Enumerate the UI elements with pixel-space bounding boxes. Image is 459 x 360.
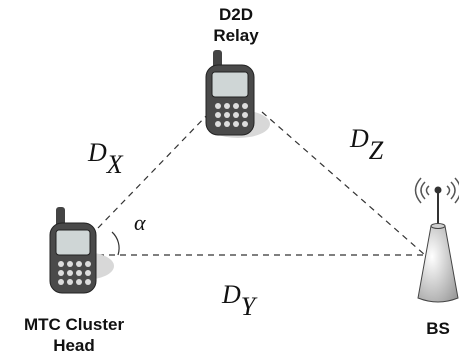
link-head-relay: [97, 111, 211, 229]
relay-label: D2D Relay: [198, 4, 274, 46]
dy-sub: Y: [240, 292, 256, 321]
angle-arc: [111, 231, 120, 256]
relay-label-line2: Relay: [213, 26, 259, 45]
dz-var: D: [350, 124, 369, 153]
edge-label-dx: DX: [88, 138, 123, 179]
bs-label: BS: [418, 318, 458, 339]
dashed-links: [97, 111, 426, 256]
cluster-head-label-line2: Head: [53, 336, 95, 355]
dx-sub: X: [106, 150, 123, 179]
cluster-head-label: MTC Cluster Head: [4, 314, 144, 356]
angle-label: α: [134, 210, 146, 236]
dz-sub: Z: [368, 136, 384, 165]
dx-var: D: [88, 138, 107, 167]
link-relay-bs: [261, 111, 426, 256]
cluster-head-label-line1: MTC Cluster: [23, 315, 125, 334]
dy-var: D: [222, 280, 241, 309]
base-station-tower-icon: [414, 177, 459, 303]
relay-phone-icon: [205, 50, 270, 138]
cluster-head-phone-icon: [49, 207, 114, 294]
edge-label-dy: DY: [222, 280, 255, 321]
edge-label-dz: DZ: [350, 124, 383, 165]
angle-symbol: α: [134, 210, 146, 235]
bs-label-text: BS: [426, 319, 450, 338]
relay-label-line1: D2D: [218, 5, 253, 24]
